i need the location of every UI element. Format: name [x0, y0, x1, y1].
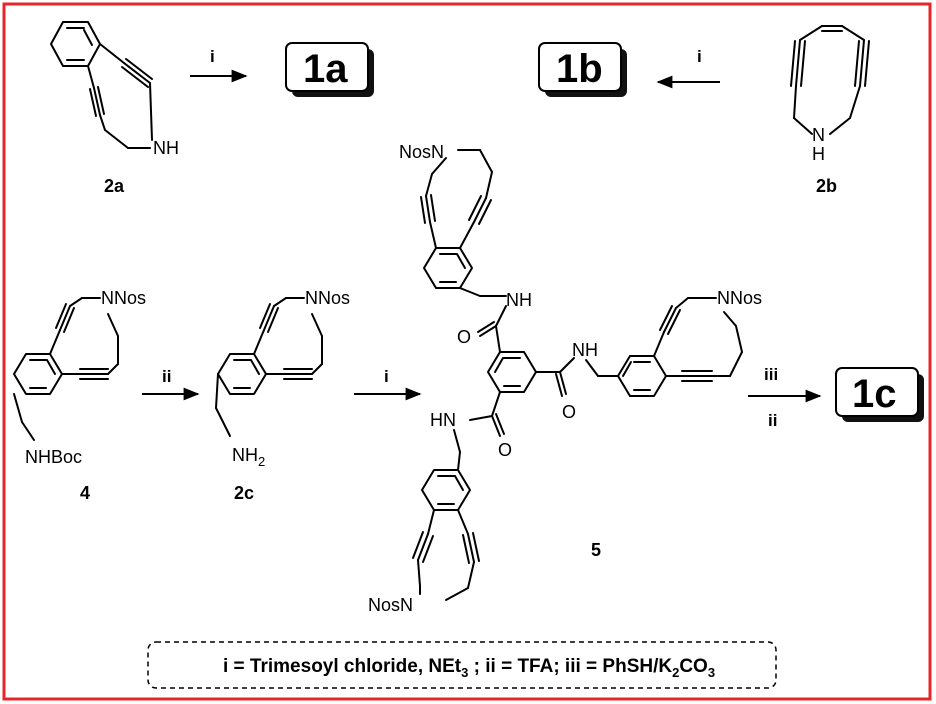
atom-label-o-top: O [457, 327, 471, 347]
product-box-1c: 1c [835, 367, 924, 422]
reagent-label-ii: ii [162, 367, 171, 386]
reagent-label-i-2b: i [697, 47, 702, 66]
structure-2c: NNos NH2 [215, 288, 350, 469]
conditions-text: i = Trimesoyl chloride, NEt3 ; ii = TFA;… [223, 656, 715, 680]
reagent-label-iii: iii [764, 365, 778, 384]
atom-label-h-2b: H [812, 144, 825, 164]
atom-label-nhboc: NHBoc [25, 447, 82, 467]
reagent-label-i: i [210, 47, 215, 66]
compound-label-5: 5 [591, 540, 601, 560]
structure-2b: N H [790, 25, 870, 164]
product-label-1a: 1a [303, 47, 348, 91]
atom-label-nnos-4: NNos [101, 288, 146, 308]
atom-label-nh2: NH2 [232, 445, 265, 469]
product-box-1a: 1a [285, 42, 374, 97]
atom-label-o-bottom: O [498, 440, 512, 460]
product-label-1c: 1c [852, 372, 897, 416]
atom-label-o-right: O [562, 402, 576, 422]
structure-5: O NH O NH O HN [368, 142, 762, 615]
atom-label-n-2b: N [812, 125, 825, 145]
atom-label-amide-nh-top: NH [506, 290, 532, 310]
conditions-legend-box [147, 641, 777, 689]
product-label-1b: 1b [556, 47, 603, 91]
atom-label-nh: NH [153, 138, 179, 158]
structure-4: NNos NHBoc [13, 288, 146, 467]
structure-2a: NH [50, 21, 179, 158]
compound-label-2b: 2b [816, 176, 837, 196]
reagent-label-ii-bottom: ii [768, 411, 777, 430]
atom-label-nnos-right: NNos [717, 288, 762, 308]
reagent-label-i-2c: i [384, 367, 389, 386]
atom-label-amide-hn: HN [430, 410, 456, 430]
compound-label-2a: 2a [104, 176, 125, 196]
atom-label-nosn-bottom: NosN [368, 595, 413, 615]
atom-label-amide-nh-right: NH [572, 340, 598, 360]
atom-label-nosn-top: NosN [399, 142, 444, 162]
compound-label-4: 4 [80, 483, 90, 503]
compound-label-2c: 2c [234, 483, 254, 503]
product-box-1b: 1b [538, 42, 627, 97]
atom-label-nnos-2c: NNos [305, 288, 350, 308]
